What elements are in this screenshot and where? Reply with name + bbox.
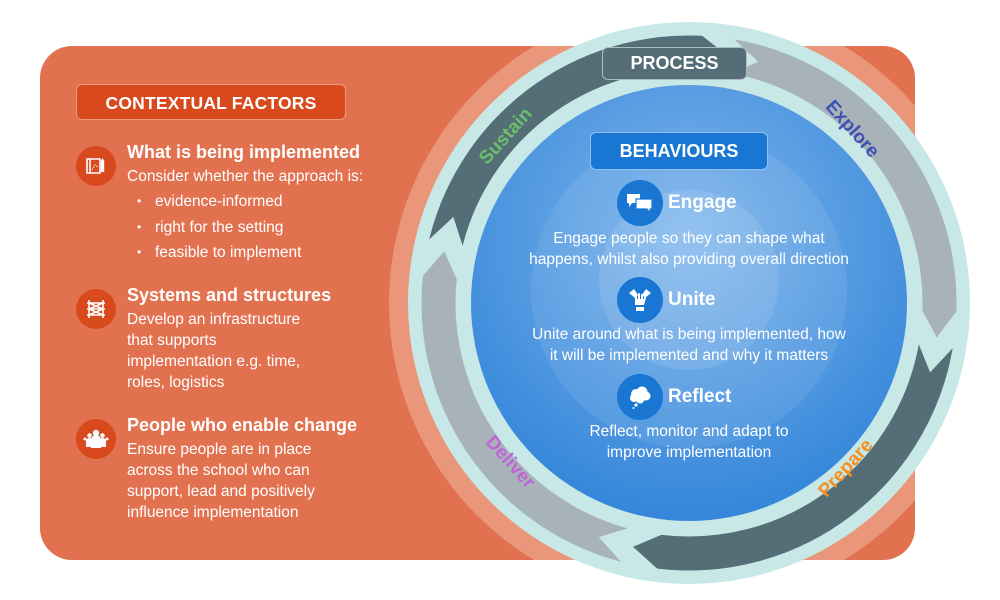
factor-description-line: Ensure people are in place (127, 441, 312, 458)
factor-heading: Systems and structures (127, 285, 332, 305)
behaviour-description-line: Reflect, monitor and adapt to (589, 423, 789, 440)
factor-bullet-list: evidence-informed right for the setting … (127, 189, 363, 266)
behaviour-name: Reflect (668, 386, 732, 407)
united-hands-icon (617, 277, 663, 323)
factor-bullet: evidence-informed (137, 189, 363, 215)
speech-bubbles-icon (617, 180, 663, 226)
behaviour-description-line: Engage people so they can shape what (553, 230, 825, 247)
factor-description: Consider whether the approach is: (127, 168, 364, 185)
behaviours-core (471, 85, 907, 521)
factor-bullet: right for the setting (137, 215, 363, 241)
behaviour-description-line: it will be implemented and why it matter… (549, 347, 829, 364)
factor-description-line: across the school who can (127, 462, 310, 479)
factor-heading: People who enable change (127, 415, 358, 435)
contextual-factors-title: CONTEXTUAL FACTORS (76, 84, 346, 120)
core-ring-inner (599, 190, 779, 370)
process-title: PROCESS (602, 47, 747, 80)
behaviour-description-line: happens, whilst also providing overall d… (529, 251, 849, 268)
factor-description-line: support, lead and positively (127, 483, 315, 500)
factor-heading: What is being implemented (127, 142, 361, 162)
core-ring-middle (531, 132, 847, 448)
stage-segment-deliver (416, 242, 647, 571)
scaffolding-icon (76, 289, 116, 329)
factor-description-line: implementation e.g. time, (127, 353, 301, 370)
factor-description-line: Develop an infrastructure (127, 311, 301, 328)
stage-segment-prepare (623, 325, 960, 576)
people-group-icon (76, 419, 116, 459)
factor-bullet: feasible to implement (137, 240, 363, 266)
blueprint-icon (76, 146, 116, 186)
factor-description-line: influence implementation (127, 504, 299, 521)
behaviour-name: Engage (668, 192, 737, 213)
factor-description-line: that supports (127, 332, 217, 349)
factor-description-line: roles, logistics (127, 374, 225, 391)
behaviour-name: Unite (668, 289, 716, 310)
thought-cloud-icon (617, 374, 663, 420)
behaviour-description-line: improve implementation (606, 444, 772, 461)
behaviours-title: BEHAVIOURS (590, 132, 768, 170)
behaviour-description-line: Unite around what is being implemented, … (532, 326, 846, 343)
